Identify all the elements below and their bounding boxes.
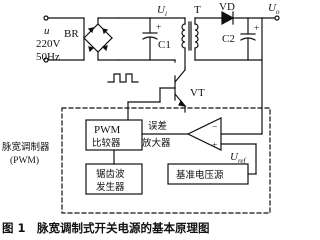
bridge-rectifier bbox=[83, 17, 119, 61]
label-50hz: 50Hz bbox=[36, 51, 60, 63]
label-pwm-group: 脉宽调制器 bbox=[2, 141, 50, 153]
label-uo: Uo bbox=[268, 2, 280, 16]
label-generator: 发生器 bbox=[96, 181, 125, 193]
label-c1: C1 bbox=[158, 39, 171, 51]
label-sawtooth: 锯齿波 bbox=[96, 168, 125, 180]
label-transformer: T bbox=[194, 4, 201, 16]
label-220v: 220V bbox=[36, 38, 61, 50]
figure-caption: 图 1 脉宽调制式开关电源的基本原理图 bbox=[2, 221, 210, 235]
transformer-secondary bbox=[194, 17, 263, 61]
label-amp-plus: + bbox=[212, 141, 217, 151]
label-amp-minus: − bbox=[212, 123, 217, 133]
diode-vd bbox=[221, 10, 276, 26]
label-comparator: 比较器 bbox=[92, 137, 121, 149]
capacitor-c1 bbox=[142, 17, 158, 61]
label-c1-plus: + bbox=[156, 23, 161, 33]
capacitor-c2 bbox=[240, 17, 256, 61]
transformer-primary bbox=[181, 17, 192, 69]
label-error: 误差 bbox=[148, 120, 167, 132]
label-c2: C2 bbox=[222, 33, 235, 45]
error-amplifier bbox=[186, 117, 222, 151]
label-u: u bbox=[44, 25, 50, 37]
pwm-group-box bbox=[61, 107, 271, 214]
label-bridge: BR bbox=[64, 28, 79, 40]
label-transistor: VT bbox=[190, 87, 205, 99]
circuit-diagram: u 220V 50Hz BR + C1 Ui T VD + C2 Uo VT P… bbox=[2, 1, 280, 214]
label-ui: Ui bbox=[157, 4, 167, 18]
label-diode: VD bbox=[219, 1, 235, 13]
label-reference-source: 基准电压源 bbox=[176, 169, 224, 181]
ac-input bbox=[43, 15, 85, 63]
label-c2-plus: + bbox=[254, 24, 259, 34]
output-terminal bbox=[274, 15, 280, 21]
transistor-vt bbox=[159, 59, 187, 113]
label-uref: Uref bbox=[230, 151, 247, 165]
pulse-waveform bbox=[107, 73, 139, 83]
label-pwm-abbrev: (PWM) bbox=[10, 155, 39, 166]
label-amplifier: 放大器 bbox=[142, 137, 171, 149]
label-pwm: PWM bbox=[94, 124, 121, 136]
